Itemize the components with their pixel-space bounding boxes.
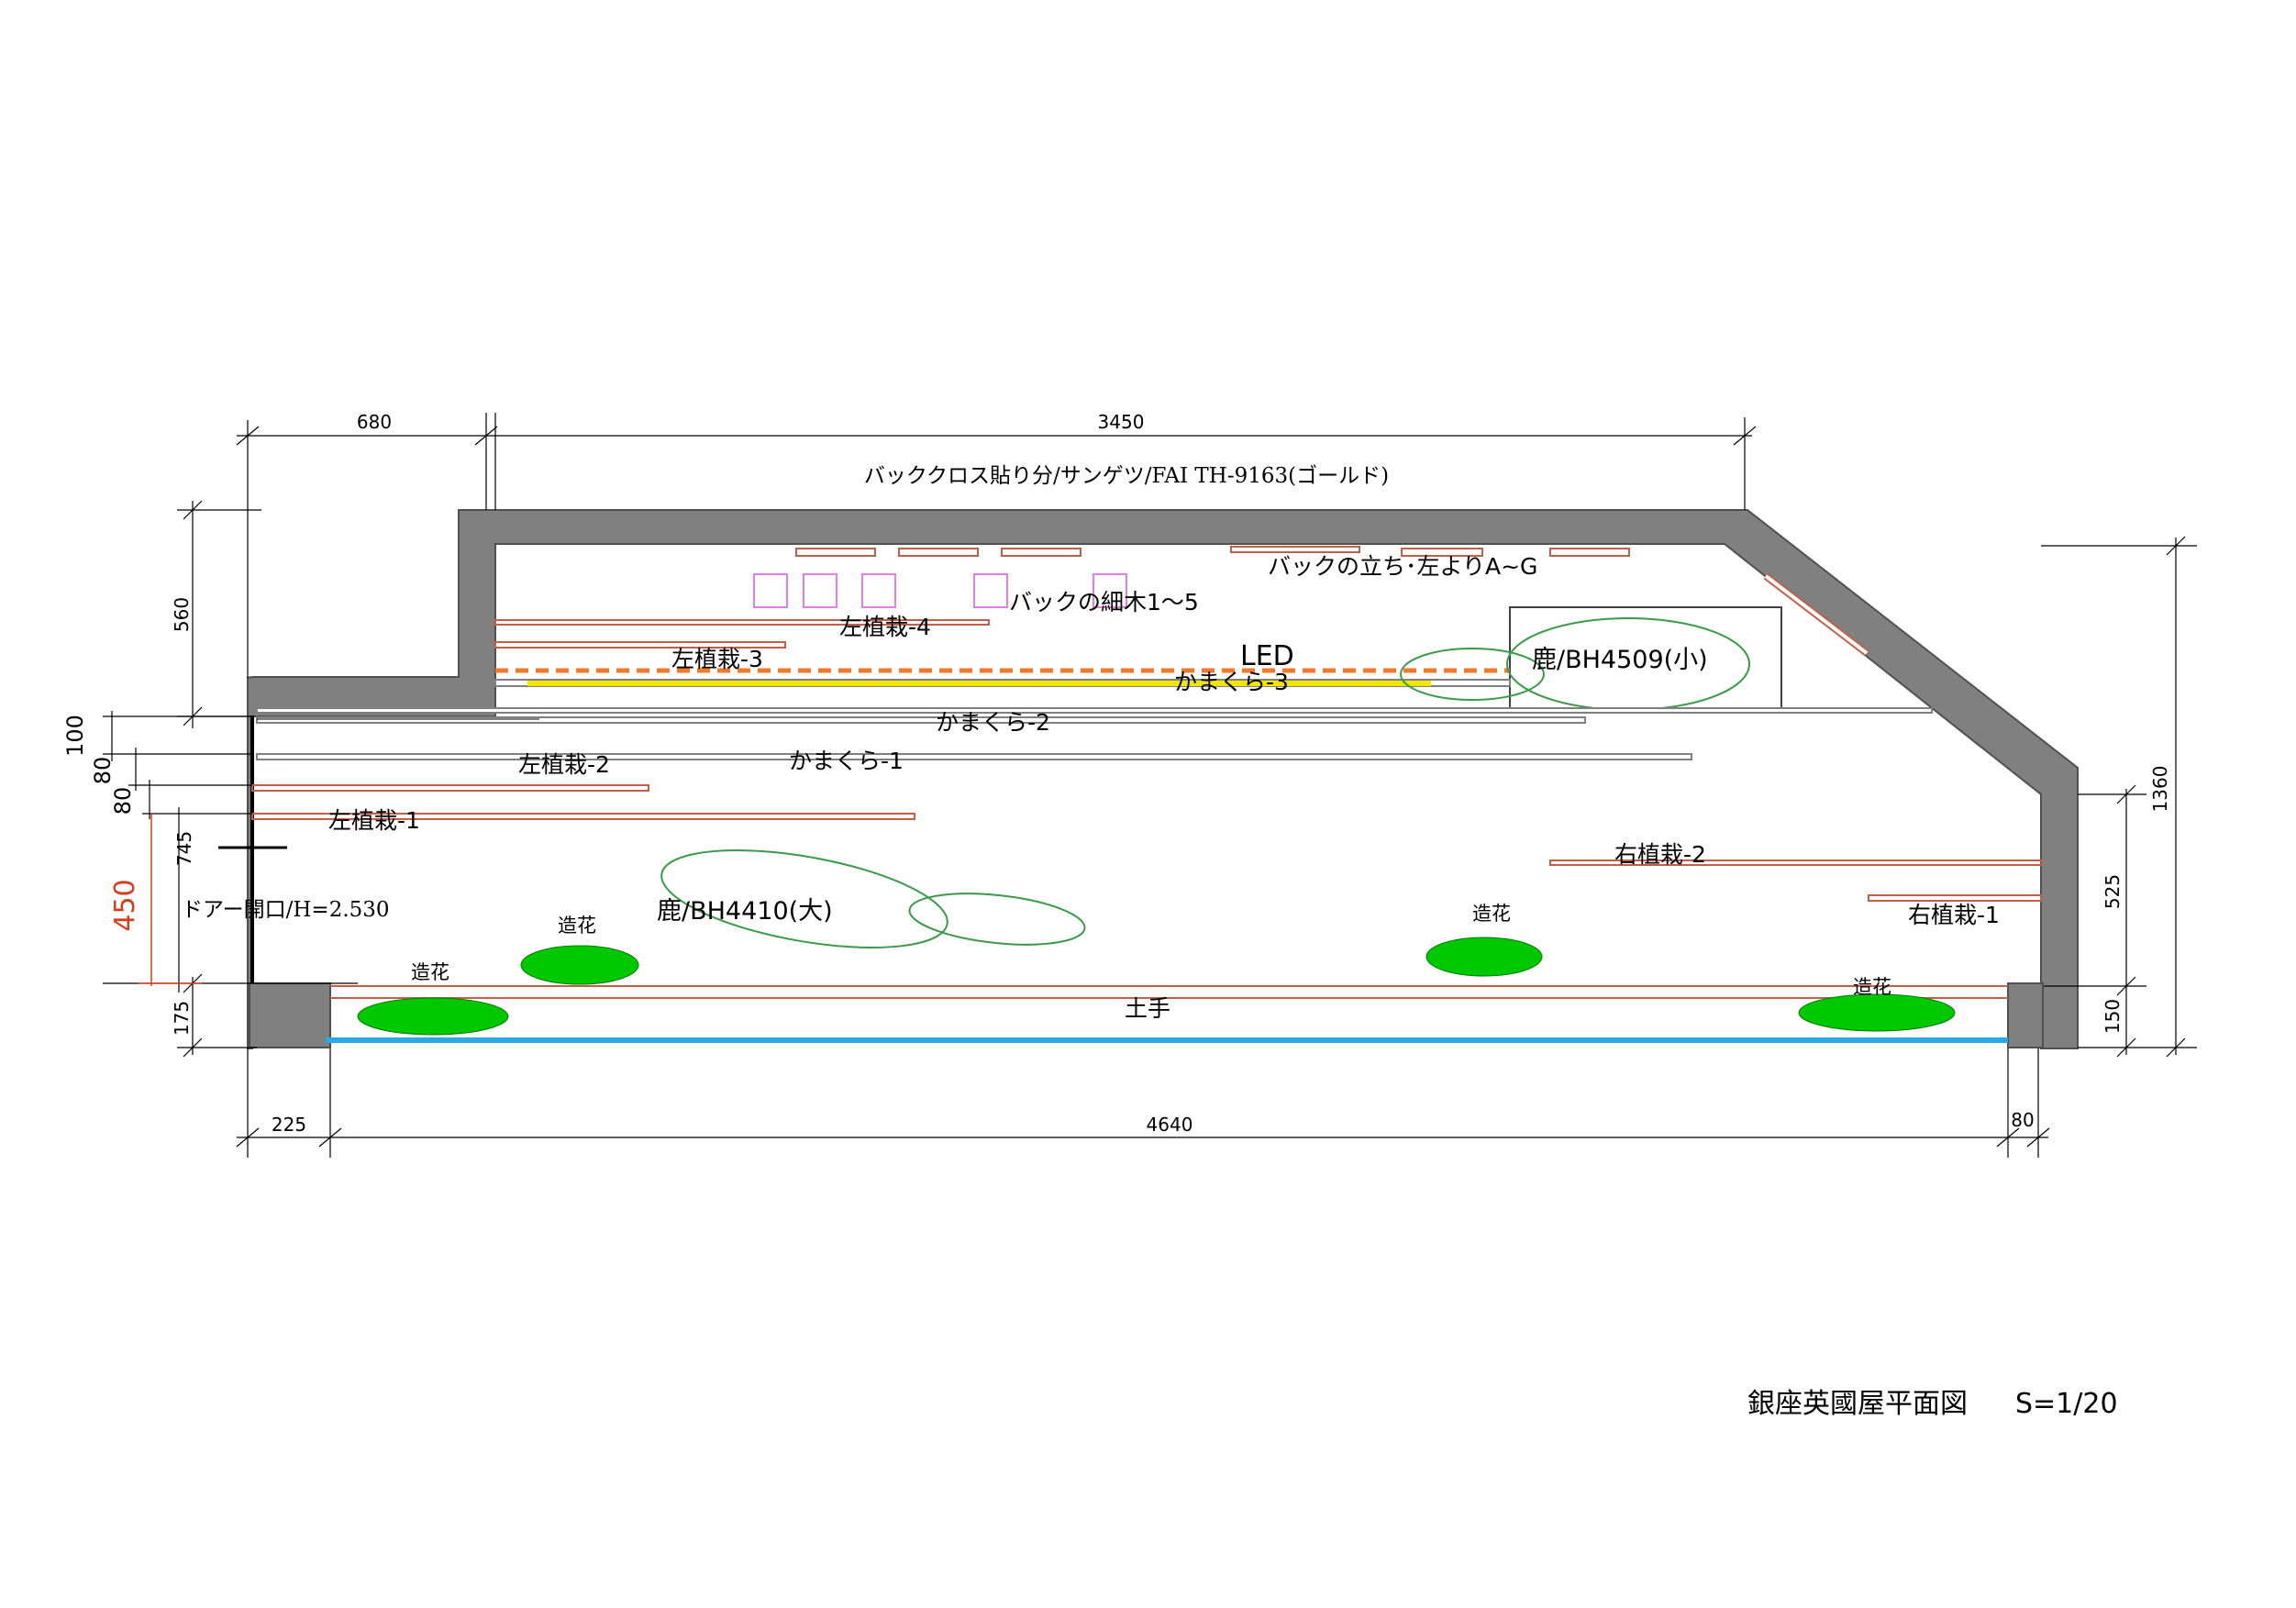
label-flower-4: 造花	[1853, 976, 1891, 998]
label-flower-3: 造花	[1472, 903, 1511, 925]
label-flower-1: 造花	[411, 961, 449, 983]
label-back-wood: バックの細木1～5	[1009, 589, 1199, 615]
back-stand-planks	[795, 546, 1630, 557]
label-back-cloth: バッククロス貼り分/サンゲツ/FAI TH-9163(ゴールド)	[864, 464, 1389, 488]
dimension-lines	[103, 413, 2197, 1158]
deer-small-ellipse-1	[1400, 648, 1545, 701]
dim-right-1360: 1360	[2149, 766, 2171, 813]
dim-bottom-80: 80	[2011, 1109, 2034, 1131]
label-back-stand: バックの立ち･左よりA~G	[1268, 553, 1537, 580]
deer-large-ellipse-2	[908, 893, 1086, 946]
label-left-plant-1: 左植栽-1	[328, 807, 420, 834]
label-right-plant-1: 右植栽-1	[1908, 902, 2000, 928]
dim-bottom-4640: 4640	[1147, 1114, 1193, 1136]
plank-left-plant-3	[494, 641, 786, 649]
flower-left-center	[520, 945, 639, 985]
dim-top-3450: 3450	[1098, 411, 1145, 433]
wall-pillar-right	[2007, 982, 2044, 1048]
dim-left-80a: 80	[90, 757, 116, 785]
plank-left-plant-1	[251, 813, 915, 820]
label-door: ドアー開口/H=2.530	[182, 898, 390, 922]
label-flower-2: 造花	[558, 915, 596, 937]
dimension-450-red	[138, 814, 202, 986]
dim-right-525: 525	[2102, 874, 2124, 909]
flower-center-right	[1425, 937, 1543, 977]
flower-bank-right	[1798, 993, 1956, 1032]
label-left-plant-3: 左植栽-3	[671, 646, 763, 672]
plank-left-plant-4	[494, 619, 990, 626]
dim-left-450: 450	[109, 879, 141, 931]
label-deer-small: 鹿/BH4509(小)	[1532, 646, 1708, 674]
label-deer-large: 鹿/BH4410(大)	[657, 897, 833, 926]
board-top-long	[256, 707, 1933, 714]
dim-top-680: 680	[357, 411, 392, 433]
label-led: LED	[1240, 640, 1294, 672]
plank-right-plant-2	[1549, 859, 2043, 866]
dim-left-175: 175	[171, 1001, 193, 1036]
dim-right-150: 150	[2102, 999, 2124, 1034]
label-kamakura-1: かまくら-1	[789, 748, 904, 774]
dim-left-745: 745	[173, 831, 195, 866]
drawing-title: 銀座英國屋平面図	[1747, 1388, 1968, 1420]
plank-kamakura-2	[256, 716, 1586, 724]
label-right-plant-2: 右植栽-2	[1614, 841, 1706, 868]
deer-large-ellipse-1	[660, 849, 948, 948]
label-kamakura-3: かまくら-3	[1174, 669, 1289, 695]
deer-small-box	[1509, 606, 1782, 709]
drawing-scale: S=1/20	[2015, 1388, 2118, 1420]
plank-left-plant-2	[251, 784, 649, 792]
label-bank: 土手	[1125, 995, 1170, 1022]
wall-pillar-left	[249, 982, 331, 1048]
back-wood-squares	[753, 573, 1127, 608]
label-left-plant-4: 左植栽-4	[839, 614, 931, 640]
dim-left-100: 100	[62, 715, 88, 757]
dim-bottom-225: 225	[272, 1114, 306, 1136]
label-kamakura-2: かまくら-2	[936, 709, 1050, 736]
dim-left-80b: 80	[110, 787, 136, 815]
plank-kamakura-1	[256, 753, 1692, 760]
plank-right-plant-1	[1868, 894, 2042, 902]
flower-bank-left	[357, 997, 509, 1036]
label-left-plant-2: 左植栽-2	[518, 751, 610, 778]
dim-left-560: 560	[171, 597, 193, 632]
